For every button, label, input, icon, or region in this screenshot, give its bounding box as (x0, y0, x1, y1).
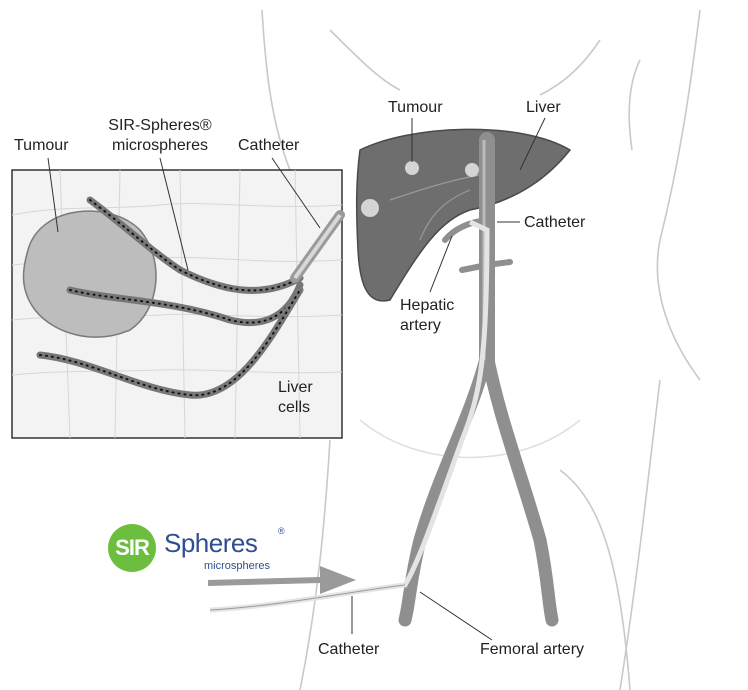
logo-word: Spheres (164, 528, 257, 559)
logo-registered-mark: ® (278, 526, 285, 536)
inset-catheter-label: Catheter (238, 136, 299, 155)
logo-badge: SIR (108, 524, 156, 572)
hepatic-artery-label-line2: artery (400, 316, 441, 335)
catheter-label: Catheter (524, 213, 585, 232)
inset-microspheres-label-line1: SIR-Spheres® (100, 116, 220, 135)
inset-tumour (24, 211, 156, 337)
inset-tumour-label: Tumour (14, 136, 69, 155)
liver-tumour-3 (361, 199, 379, 217)
liver-tumour-2 (465, 163, 479, 177)
catheter-bottom-label: Catheter (318, 640, 379, 659)
inset-liver-cells-label-line1: Liver (278, 378, 313, 397)
inset-microspheres-label-line2: microspheres (100, 136, 220, 155)
inset-liver-cells-label-line2: cells (278, 398, 310, 417)
sir-spheres-logo: SIR Spheres ® microspheres (108, 520, 308, 580)
hepatic-artery-label-line1: Hepatic (400, 296, 454, 315)
liver-tumour-label: Tumour (388, 98, 443, 117)
liver-label: Liver (526, 98, 561, 117)
liver-tumour-1 (405, 161, 419, 175)
femoral-artery-label: Femoral artery (480, 640, 584, 659)
logo-subtitle: microspheres (204, 560, 270, 572)
